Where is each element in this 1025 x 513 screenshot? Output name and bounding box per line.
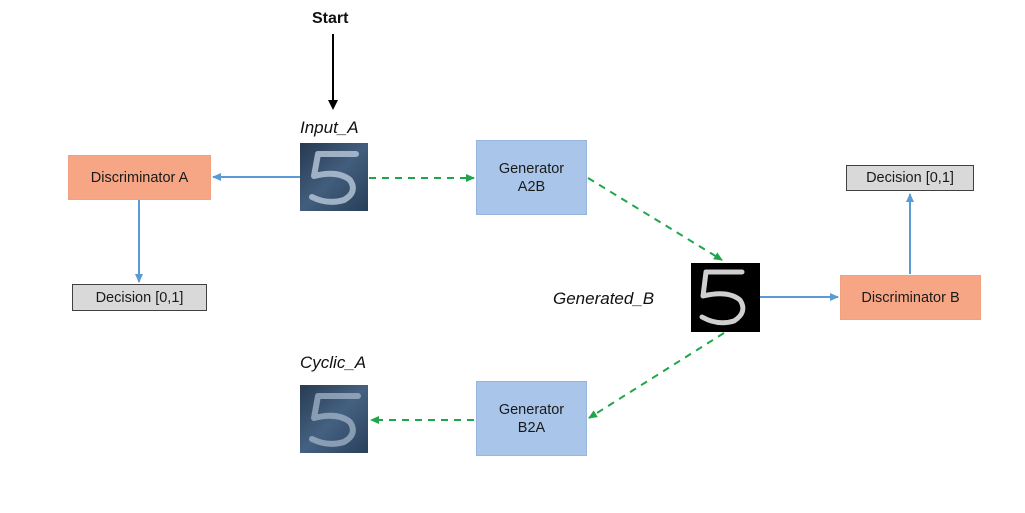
generator-b2a-line2: B2A bbox=[517, 419, 546, 436]
decision-b-box: Decision [0,1] bbox=[846, 165, 974, 191]
generator-a2b-line1: Generator bbox=[498, 160, 565, 177]
generator-a2b-to-generated-b-arrow bbox=[587, 177, 723, 261]
generator-b2a-line1: Generator bbox=[498, 401, 565, 418]
generated-b-to-generator-b2a-arrow bbox=[588, 332, 725, 419]
decision-a-box: Decision [0,1] bbox=[72, 284, 207, 311]
input-a-image bbox=[300, 143, 368, 211]
start-label: Start bbox=[312, 10, 349, 27]
decision-a-label: Decision [0,1] bbox=[95, 289, 184, 306]
discriminator-b-box: Discriminator B bbox=[840, 275, 981, 320]
decision-b-label: Decision [0,1] bbox=[866, 170, 954, 186]
input-a-label: Input_A bbox=[300, 118, 359, 137]
generated-b-label: Generated_B bbox=[553, 289, 655, 308]
generated-b-image bbox=[691, 263, 760, 332]
discriminator-a-label: Discriminator A bbox=[90, 169, 189, 186]
generator-a2b-line2: A2B bbox=[517, 178, 546, 195]
generator-b2a-box: Generator B2A bbox=[476, 381, 587, 456]
generator-a2b-box: Generator A2B bbox=[476, 140, 587, 215]
cyclic-a-label: Cyclic_A bbox=[300, 353, 367, 372]
cyclic-a-image bbox=[300, 385, 368, 453]
discriminator-b-label: Discriminator B bbox=[861, 289, 960, 306]
discriminator-a-box: Discriminator A bbox=[68, 155, 211, 200]
